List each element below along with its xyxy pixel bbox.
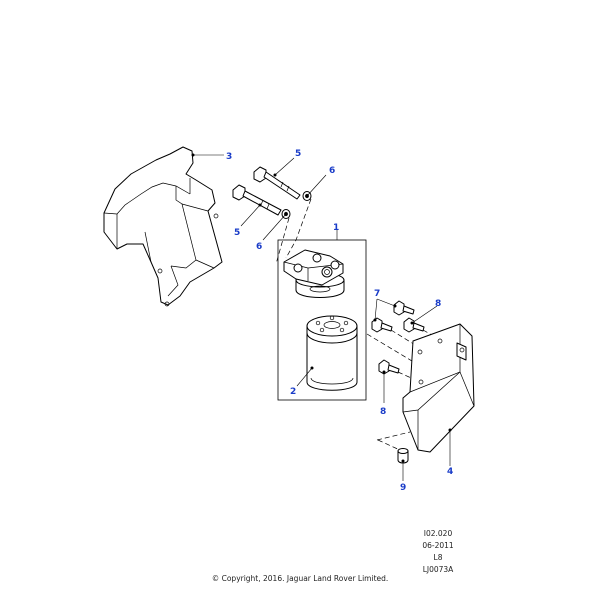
assembly-box-part-1 xyxy=(277,239,367,401)
callout-6-lower: 6 xyxy=(256,242,262,252)
filter-cartridge-part-2 xyxy=(306,315,358,391)
bolt-part-8-upper xyxy=(403,317,425,333)
illustration-id: LJ0073A xyxy=(422,565,454,574)
callout-2: 2 xyxy=(290,387,296,397)
heat-shield-part-3 xyxy=(103,146,223,307)
bolt-part-5-upper xyxy=(253,166,301,200)
callout-8-lower: 8 xyxy=(380,407,386,417)
bolt-part-5-lower xyxy=(232,184,282,216)
callout-4: 4 xyxy=(447,467,453,477)
reference-code: I02.020 xyxy=(423,529,453,538)
bolt-part-8-lower xyxy=(378,359,400,375)
callout-7: 7 xyxy=(374,289,380,299)
nut-part-9 xyxy=(397,448,409,464)
reference-level: L8 xyxy=(433,553,443,562)
mounting-bracket-part-4 xyxy=(402,323,475,453)
callout-6-upper: 6 xyxy=(329,166,335,176)
copyright-notice: © Copyright, 2016. Jaguar Land Rover Lim… xyxy=(211,574,389,583)
callout-9: 9 xyxy=(400,483,406,493)
callout-5-upper: 5 xyxy=(295,149,301,159)
bolt-part-7-lower xyxy=(371,317,393,333)
callout-8-upper: 8 xyxy=(435,299,441,309)
leader-lines xyxy=(191,153,452,481)
callout-3: 3 xyxy=(226,152,232,162)
filter-head xyxy=(283,249,345,298)
callout-1: 1 xyxy=(333,223,339,233)
reference-date: 06-2011 xyxy=(422,541,454,550)
bolt-part-7-upper xyxy=(393,300,415,316)
callout-5-lower: 5 xyxy=(234,228,240,238)
